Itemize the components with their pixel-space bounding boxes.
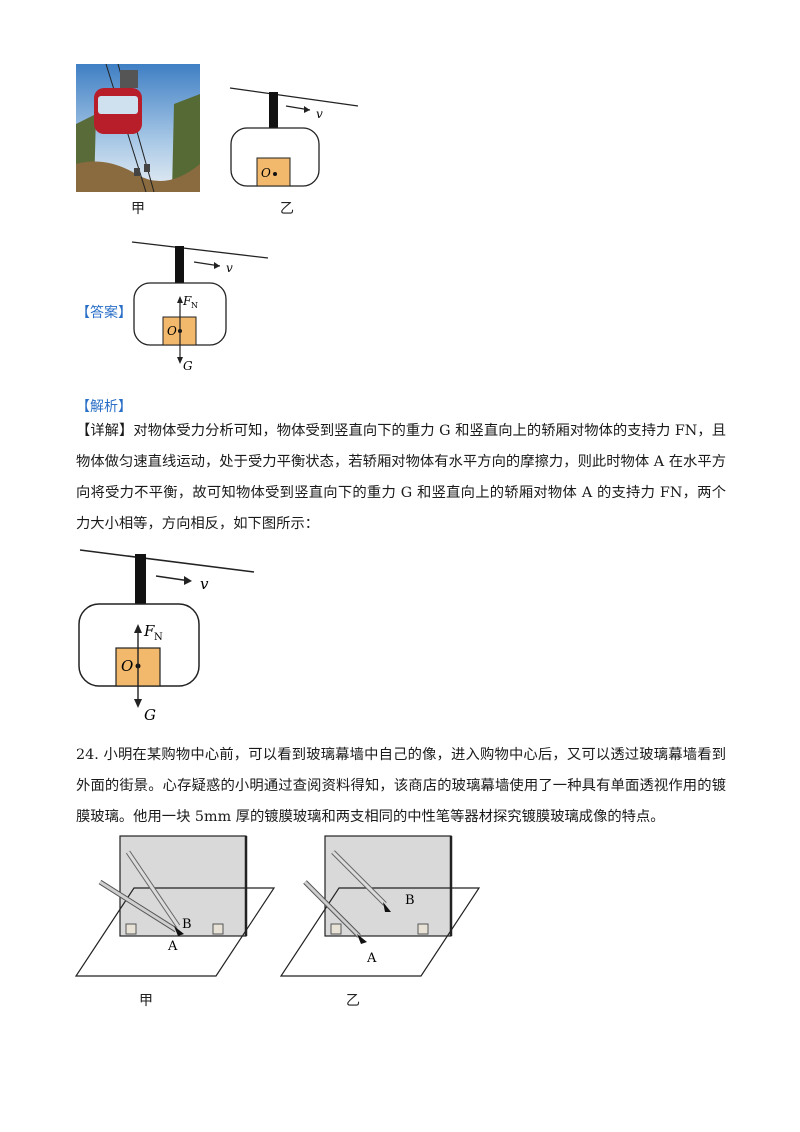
cable-car-diagram-b: v O (229, 87, 359, 187)
svg-text:G: G (183, 359, 193, 373)
svg-text:A: A (167, 939, 178, 954)
question-24-text: 24. 小明在某购物中心前，可以看到玻璃幕墙中自己的像，进入购物中心后，又可以透… (76, 747, 726, 825)
svg-text:A: A (366, 951, 377, 966)
svg-text:O: O (167, 324, 177, 338)
svg-text:G: G (144, 706, 156, 724)
fig1-right-caption: 乙 (280, 201, 294, 217)
detail-tag: 【详解】 (76, 423, 134, 439)
velocity-label: v (316, 107, 323, 121)
svg-text:v: v (226, 261, 233, 275)
final-force-diagram: v O F N G (78, 549, 255, 724)
detail-paragraph: 【详解】对物体受力分析可知，物体受到竖直向下的重力 G 和竖直向上的轿厢对物体的… (76, 416, 726, 540)
center-label: O (261, 166, 271, 180)
answer-tag: 【答案】 (76, 305, 132, 321)
svg-text:O: O (121, 657, 133, 675)
glass-experiment-b: B A (279, 835, 481, 977)
detail-text: 对物体受力分析可知，物体受到竖直向下的重力 G 和竖直向上的轿厢对物体的支持力 … (76, 423, 727, 532)
cable-car-photo (76, 64, 200, 192)
svg-text:F: F (182, 294, 192, 308)
svg-text:v: v (200, 575, 209, 593)
answer-force-diagram: v O F N G (131, 241, 269, 373)
svg-text:F: F (143, 622, 155, 640)
final-left-caption: 甲 (139, 993, 153, 1009)
svg-text:B: B (405, 893, 415, 908)
svg-text:N: N (154, 632, 163, 643)
svg-text:B: B (182, 917, 192, 932)
svg-text:N: N (191, 301, 198, 310)
final-right-caption: 乙 (346, 993, 360, 1009)
analysis-tag: 【解析】 (76, 399, 132, 415)
glass-experiment-a: B A (74, 835, 276, 977)
fig1-left-caption: 甲 (131, 201, 145, 217)
